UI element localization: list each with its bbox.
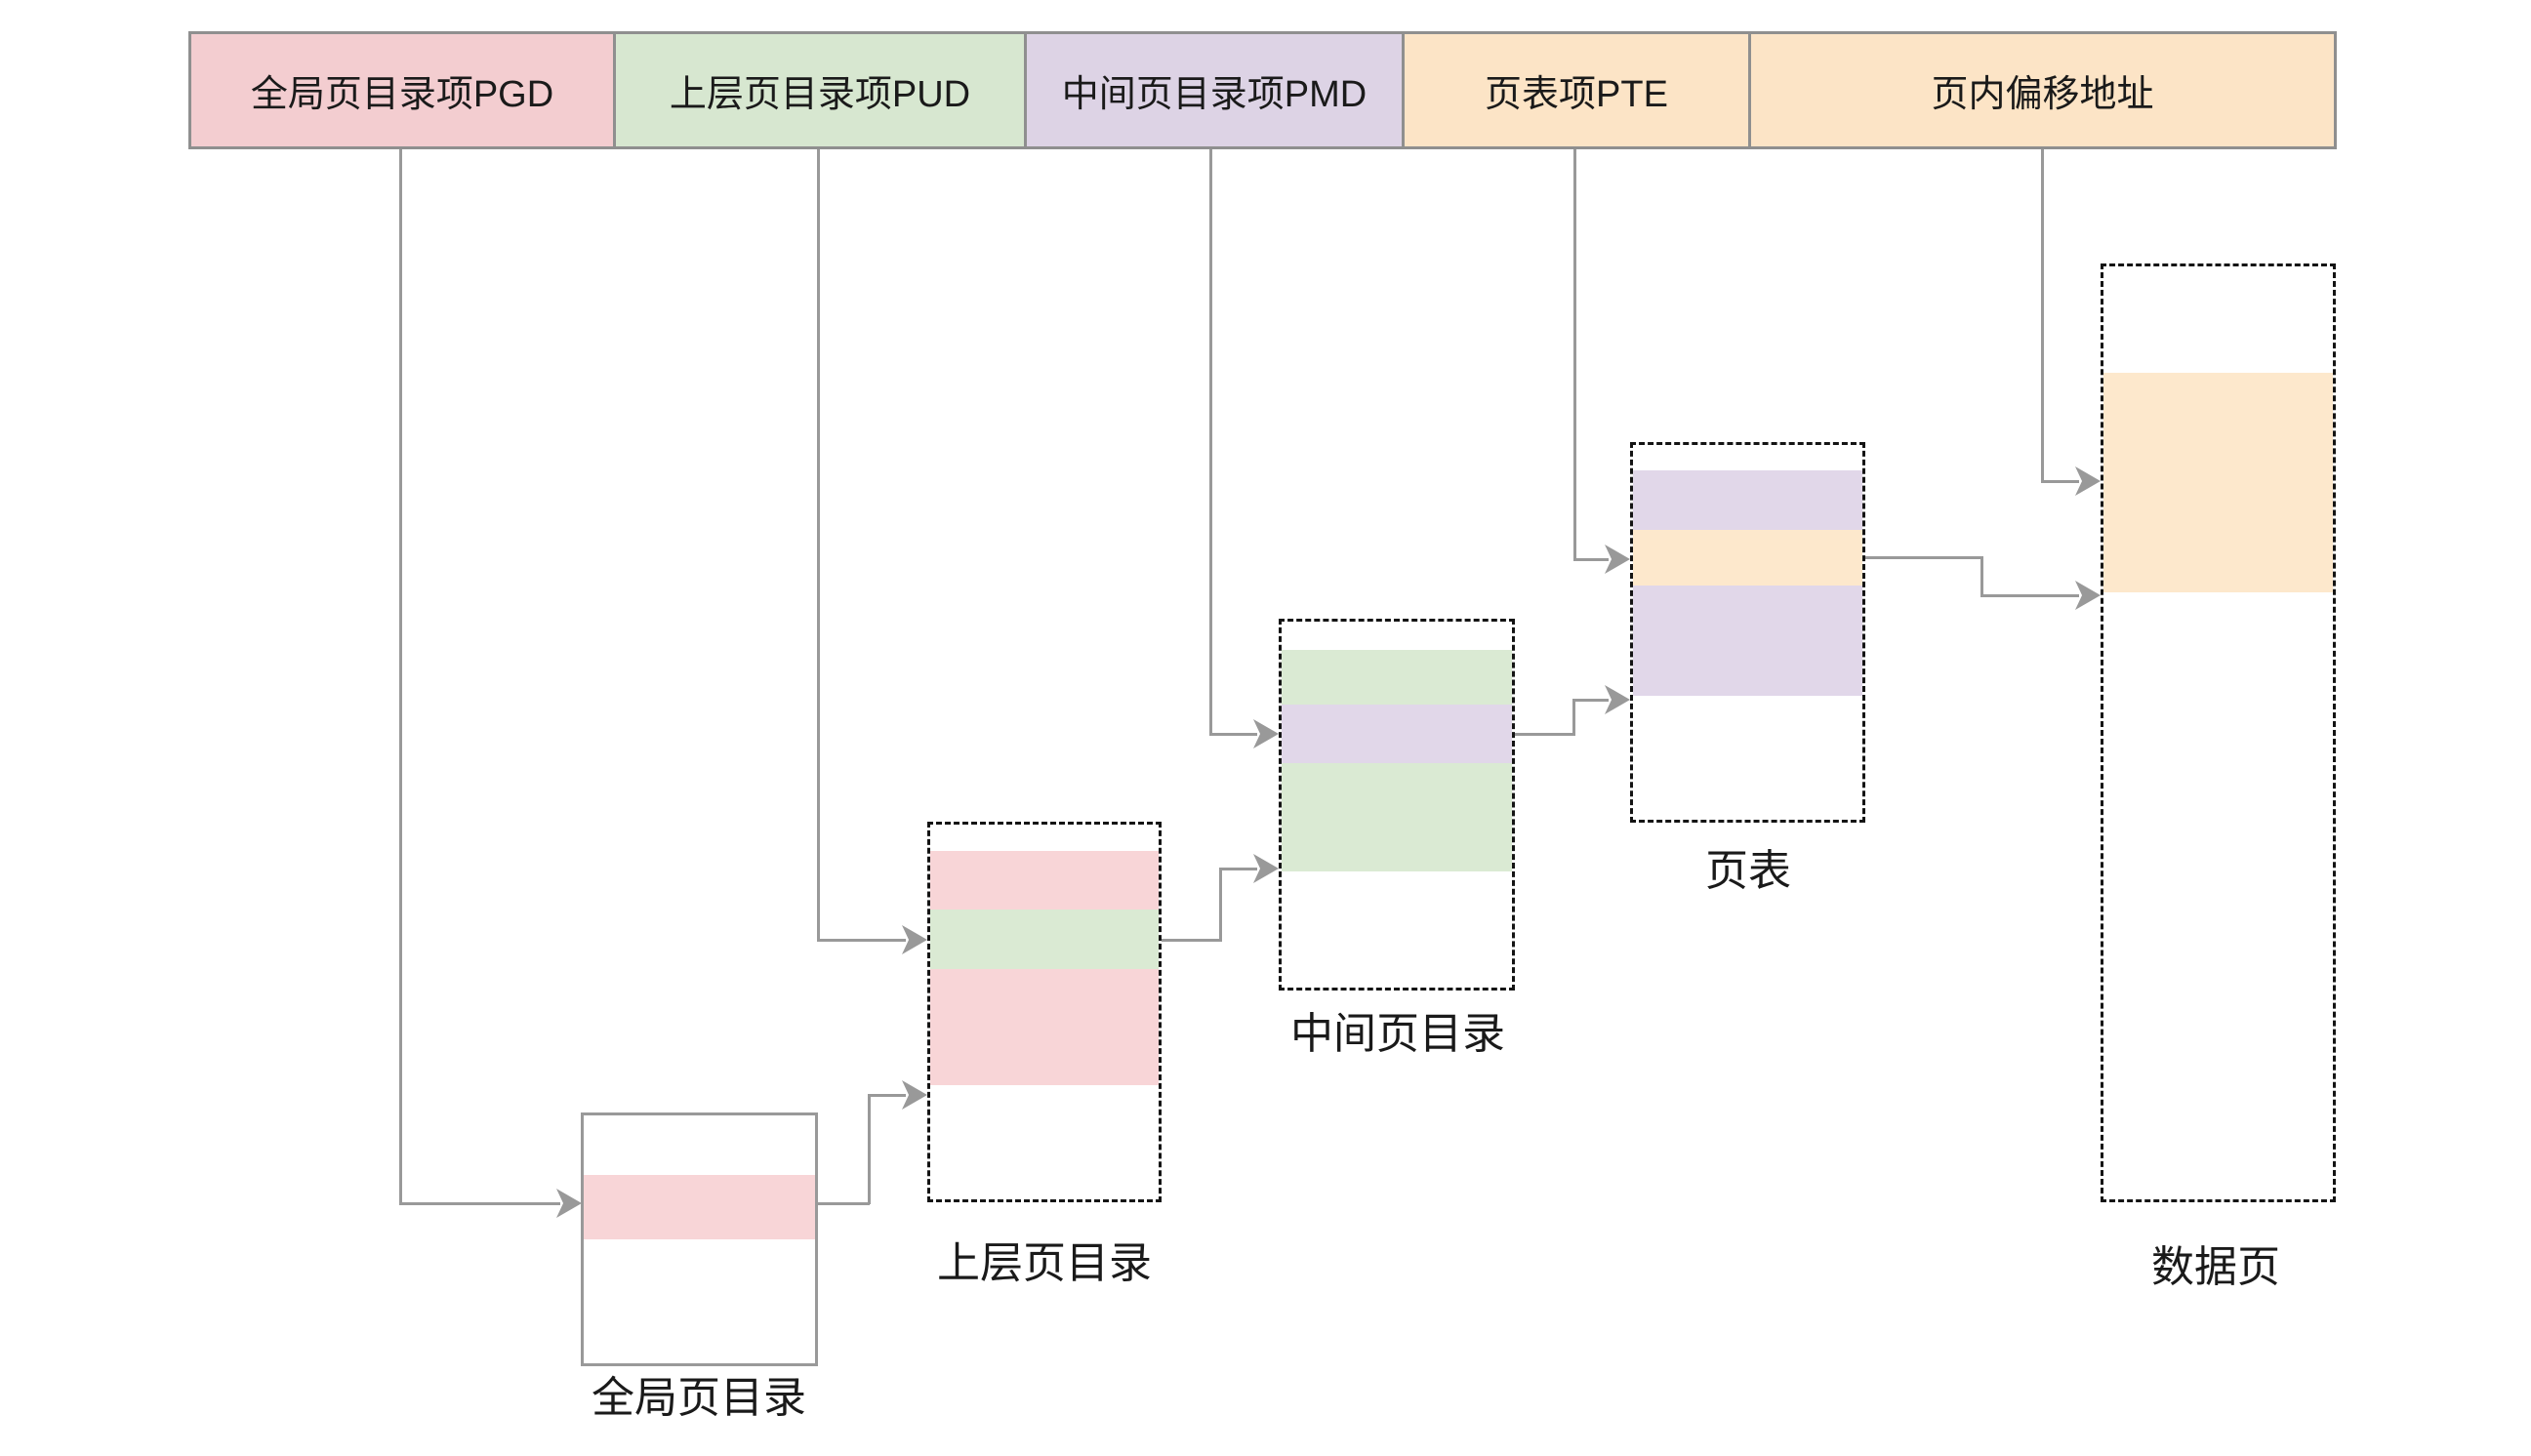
pud-entry-band: [930, 910, 1159, 969]
pgd-to-pud-hline-2: [868, 1094, 906, 1097]
table-box-pud: [927, 822, 1162, 1202]
pte-to-page-vline: [1980, 556, 1983, 597]
table-label-pmd: 中间页目录: [1290, 1010, 1505, 1058]
pte-to-page-hline-2: [1980, 594, 2079, 597]
pte-band-2: [1633, 586, 1862, 696]
pud-drop-hline: [817, 939, 906, 942]
pmd-to-pte-hline-2: [1572, 699, 1609, 702]
table-box-pte: [1630, 442, 1865, 823]
pud-drop-vline: [817, 149, 820, 941]
header-segment-offset: 页内偏移地址: [1751, 34, 2334, 146]
pgd-to-pud-hline-1: [818, 1202, 870, 1205]
pmd-drop-hline: [1209, 733, 1257, 736]
virtual-address-header: 全局页目录项PGD 上层页目录项PUD 中间页目录项PMD 页表项PTE 页内偏…: [188, 31, 2337, 149]
table-label-pud: 上层页目录: [937, 1239, 1152, 1287]
table-label-pte: 页表: [1705, 847, 1791, 895]
pmd-entry-band: [1282, 705, 1512, 763]
table-label-data-page: 数据页: [2151, 1243, 2280, 1291]
pmd-band-1: [1282, 650, 1512, 705]
pgd-drop-hline: [399, 1202, 560, 1205]
pte-band-1: [1633, 470, 1862, 530]
table-label-pgd: 全局页目录: [592, 1374, 806, 1422]
pgd-entry-band: [584, 1175, 815, 1239]
table-box-pgd: [581, 1112, 818, 1366]
pud-band-2: [930, 969, 1159, 1085]
pte-drop-hline: [1573, 558, 1609, 561]
table-box-data-page: [2101, 263, 2336, 1202]
table-box-pmd: [1279, 619, 1515, 991]
offset-drop-hline: [2041, 480, 2079, 483]
pmd-to-pte-vline: [1572, 699, 1575, 736]
pud-to-pmd-hline-1: [1162, 939, 1222, 942]
pmd-drop-vline: [1209, 149, 1212, 735]
pgd-to-pud-vline: [868, 1094, 871, 1204]
header-segment-pgd: 全局页目录项PGD: [191, 34, 616, 146]
pmd-band-2: [1282, 763, 1512, 871]
pte-entry-band: [1633, 530, 1862, 586]
offset-drop-vline: [2041, 149, 2044, 482]
pud-to-pmd-vline: [1219, 868, 1222, 942]
header-segment-pmd: 中间页目录项PMD: [1027, 34, 1405, 146]
pgd-drop-vline: [399, 149, 402, 1204]
pud-band-1: [930, 851, 1159, 910]
header-segment-pud: 上层页目录项PUD: [616, 34, 1027, 146]
pmd-to-pte-hline-1: [1515, 733, 1575, 736]
pte-to-page-hline-1: [1865, 556, 1983, 559]
pte-drop-vline: [1573, 149, 1576, 560]
pud-to-pmd-hline-2: [1219, 868, 1257, 870]
header-segment-pte: 页表项PTE: [1405, 34, 1751, 146]
data-page-band: [2103, 373, 2333, 592]
